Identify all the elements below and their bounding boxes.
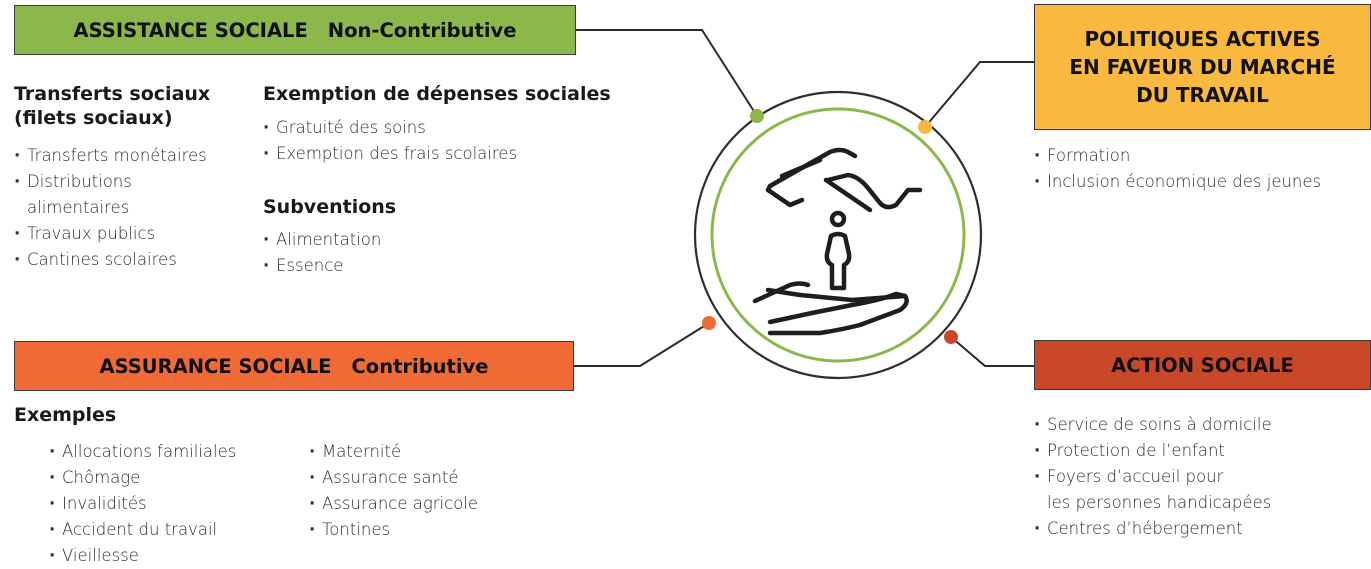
list-item: Inclusion économique des jeunes — [1034, 169, 1321, 195]
list-item: Maternité — [309, 439, 478, 465]
list-item: Allocations familiales — [49, 439, 236, 465]
connector-politiques — [924, 61, 1034, 128]
politiques-header-line3: DU TRAVAIL — [1136, 83, 1269, 107]
list-item: Assurance agricole — [309, 491, 478, 517]
list-item: Invalidités — [49, 491, 236, 517]
connector-action — [950, 336, 1034, 367]
list-item: Vieillesse — [49, 543, 236, 569]
list-item: Service de soins à domicile — [1034, 412, 1272, 438]
politiques-header-line1: POLITIQUES ACTIVES — [1084, 27, 1321, 51]
outer-ring — [693, 90, 983, 380]
action-header: ACTION SOCIALE — [1034, 340, 1371, 390]
action-header-label: ACTION SOCIALE — [1111, 353, 1294, 377]
list-item: Accident du travail — [49, 517, 236, 543]
list-item: Formation — [1034, 143, 1321, 169]
list-item: Chômage — [49, 465, 236, 491]
list-item: Essence — [263, 253, 381, 279]
transferts-title-line2: (filets sociaux) — [14, 107, 173, 129]
list-item: Exemption des frais scolaires — [263, 141, 517, 167]
list-item: Cantines scolaires — [14, 247, 207, 273]
list-item: Distributions — [14, 169, 207, 195]
assurance-list-col1: Allocations familiales Chômage Invalidit… — [49, 439, 236, 569]
list-item: les personnes handicapées — [1047, 493, 1272, 512]
list-item: Tontines — [309, 517, 478, 543]
assistance-header: ASSISTANCE SOCIALE Non-Contributive — [14, 5, 576, 55]
connector-assistance — [576, 29, 758, 117]
politiques-list: Formation Inclusion économique des jeune… — [1034, 143, 1321, 195]
list-item: Transferts monétaires — [14, 143, 207, 169]
action-list: Service de soins à domicile Protection d… — [1034, 412, 1272, 542]
exemption-list: Gratuité des soins Exemption des frais s… — [263, 115, 517, 167]
list-item: Protection de l’enfant — [1034, 438, 1272, 464]
exemples-title: Exemples — [14, 404, 117, 426]
list-item: Centres d’hébergement — [1034, 516, 1272, 542]
assistance-header-main: ASSISTANCE SOCIALE — [73, 18, 308, 42]
list-item: Travaux publics — [14, 221, 207, 247]
politiques-header: POLITIQUES ACTIVES EN FAVEUR DU MARCHÉ D… — [1034, 4, 1371, 130]
assurance-header-sub: Contributive — [351, 354, 489, 378]
connector-assurance — [574, 322, 710, 367]
hands-protecting-person-icon — [752, 147, 923, 336]
transferts-title: Transferts sociaux (filets sociaux) — [14, 82, 210, 130]
transferts-title-line1: Transferts sociaux — [14, 83, 211, 105]
assistance-header-sub: Non-Contributive — [327, 18, 517, 42]
list-item: Gratuité des soins — [263, 115, 517, 141]
politiques-header-line2: EN FAVEUR DU MARCHÉ — [1069, 55, 1336, 79]
transferts-list: Transferts monétaires Distributions alim… — [14, 143, 207, 273]
dot-politiques — [918, 120, 932, 134]
list-item: Assurance santé — [309, 465, 478, 491]
subventions-list: Alimentation Essence — [263, 227, 381, 279]
assurance-list-col2: Maternité Assurance santé Assurance agri… — [309, 439, 478, 543]
list-item: Foyers d’accueil pour — [1034, 464, 1272, 490]
exemption-title: Exemption de dépenses sociales — [263, 83, 611, 105]
dot-action — [944, 330, 958, 344]
dot-assistance — [750, 109, 764, 123]
list-item: alimentaires — [27, 198, 130, 217]
dot-assurance — [702, 316, 716, 330]
list-item: Alimentation — [263, 227, 381, 253]
assurance-header-main: ASSURANCE SOCIALE — [99, 354, 332, 378]
inner-ring — [710, 107, 966, 363]
assurance-header: ASSURANCE SOCIALE Contributive — [14, 341, 574, 391]
subventions-title: Subventions — [263, 196, 397, 218]
